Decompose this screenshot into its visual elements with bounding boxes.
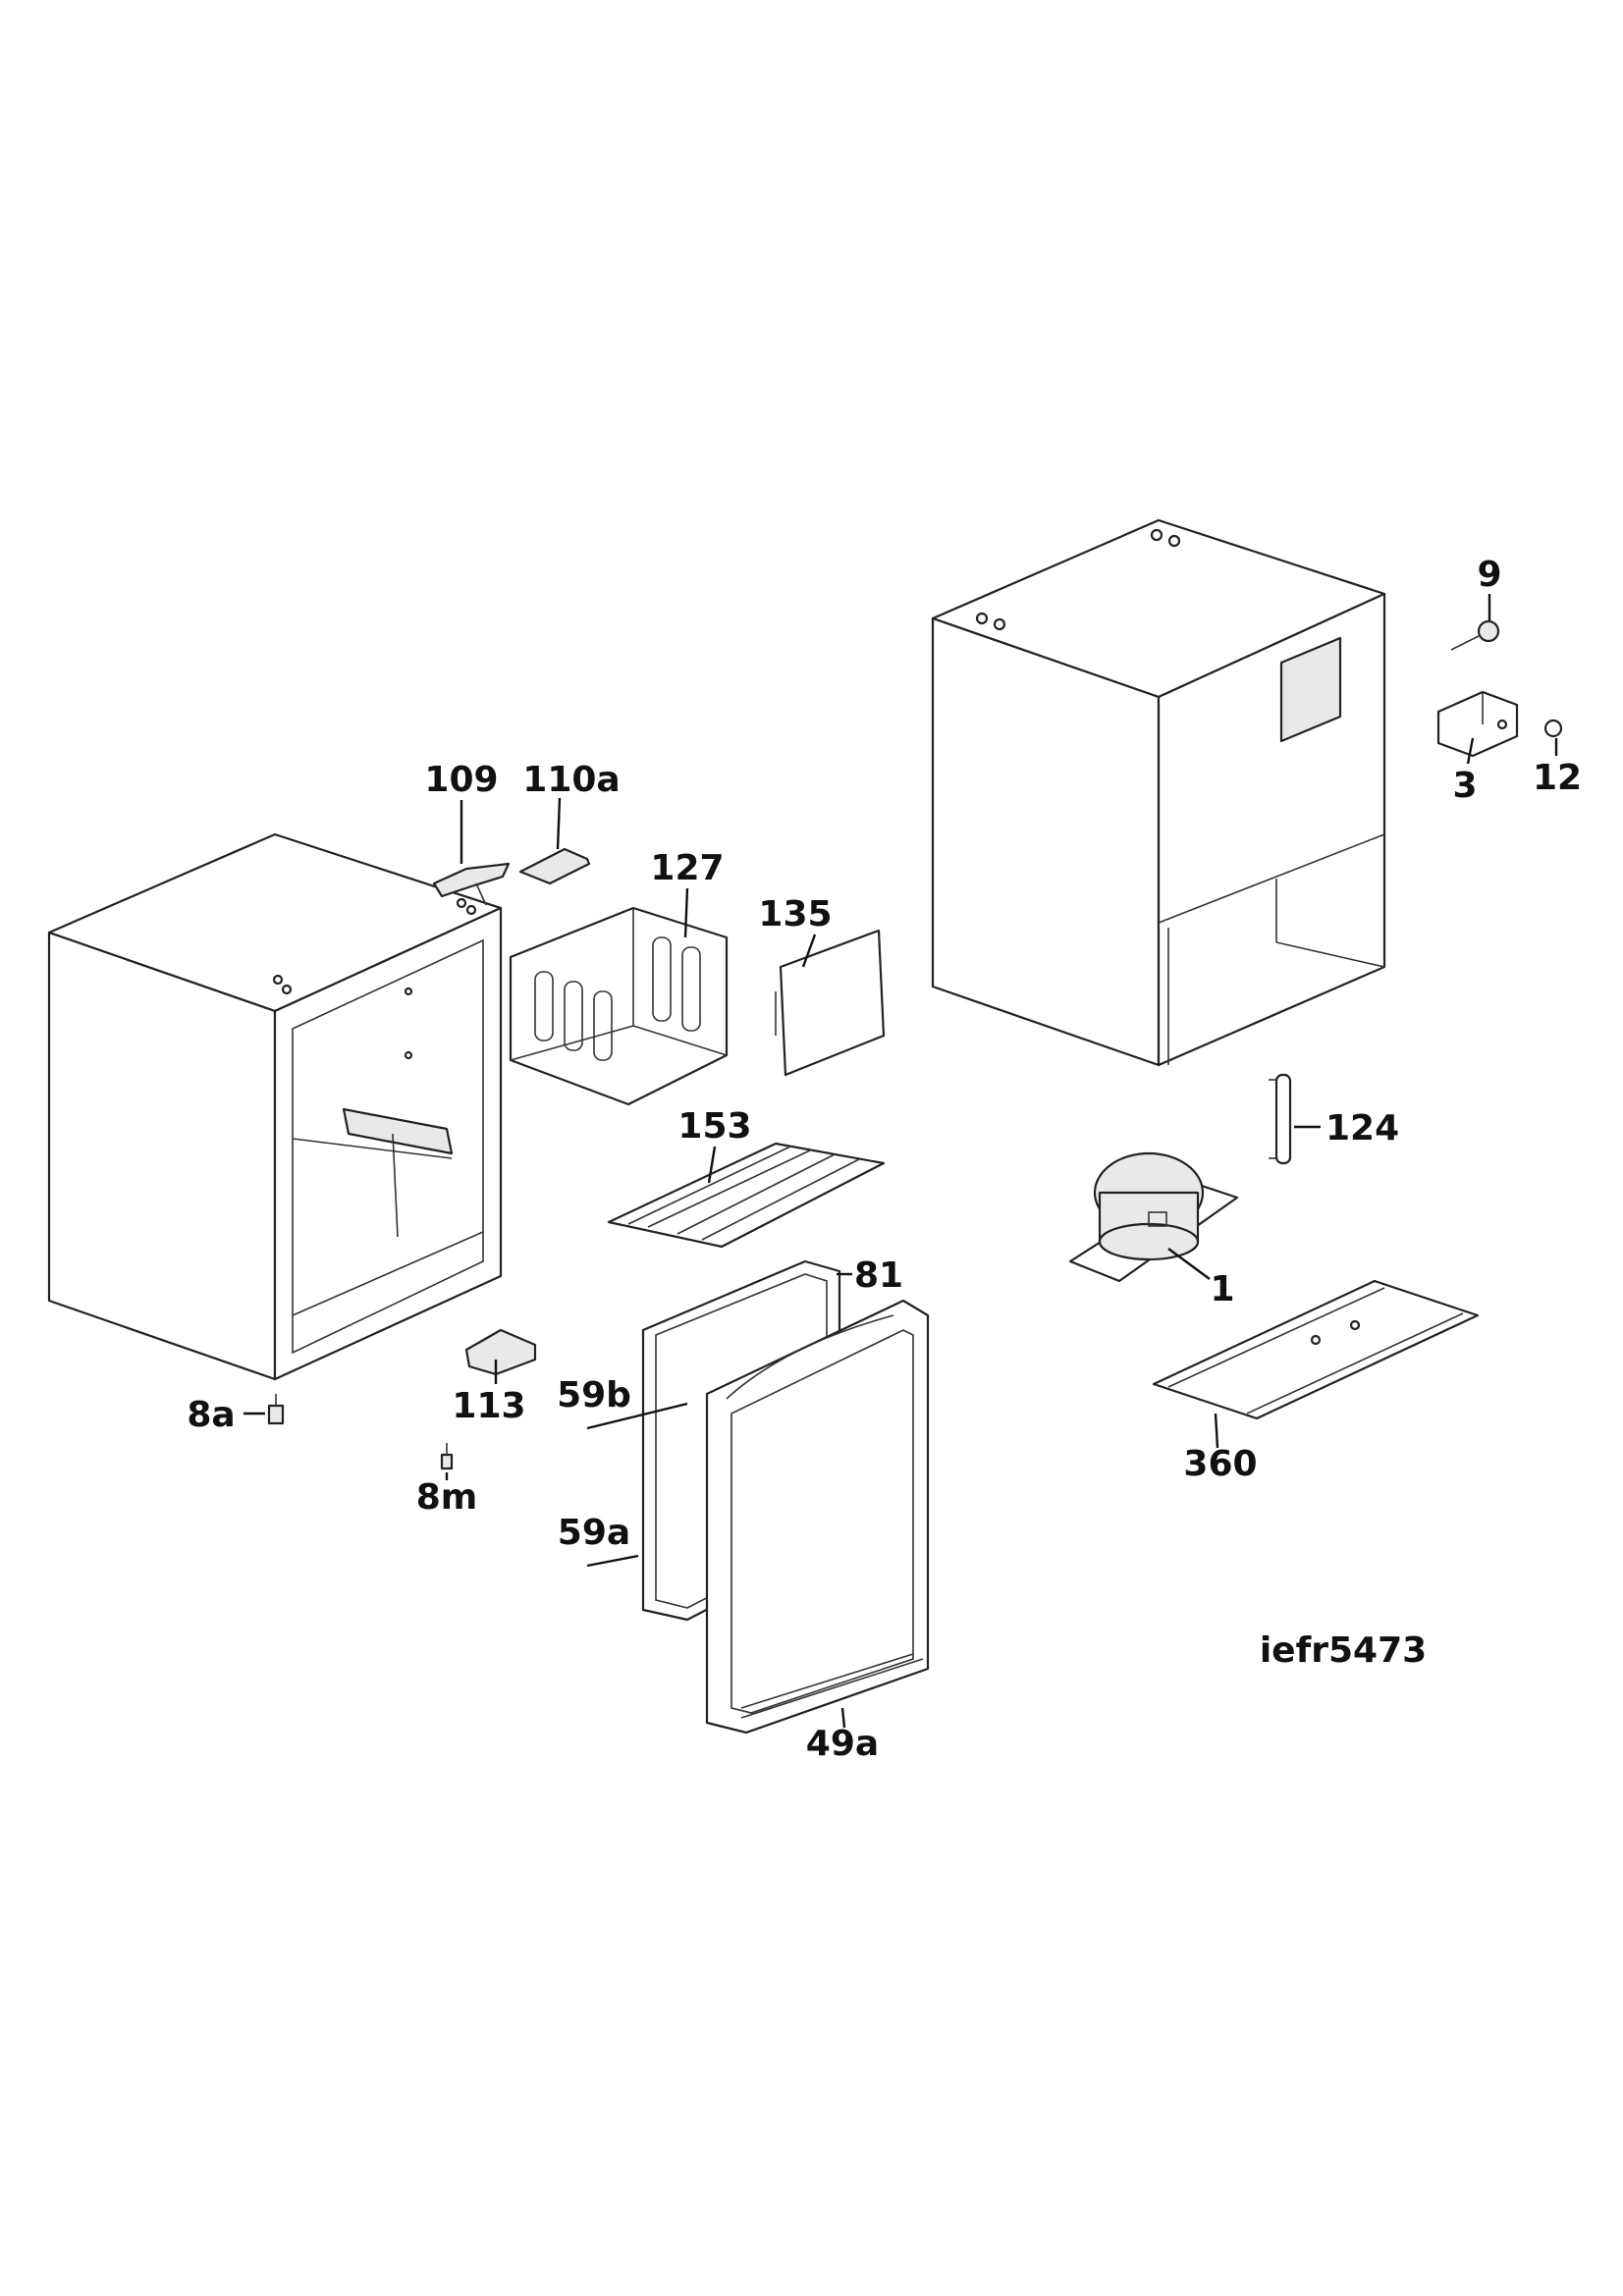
cap-part xyxy=(1543,719,1563,738)
cabinet-liner-part xyxy=(47,832,503,1381)
callout-3: 3 xyxy=(1452,766,1477,806)
callout-124: 124 xyxy=(1325,1108,1399,1148)
callout-9: 9 xyxy=(1477,555,1501,595)
leveling-foot-part xyxy=(267,1394,285,1425)
compressor-part xyxy=(1068,1151,1239,1283)
callout-59b: 59b xyxy=(557,1375,631,1415)
callout-110a: 110a xyxy=(522,760,620,800)
callout-360: 360 xyxy=(1183,1444,1257,1484)
top-hinge-part xyxy=(432,862,511,906)
callout-109: 109 xyxy=(424,760,498,800)
evaporator-part xyxy=(509,906,729,1106)
thermostat-bracket-part xyxy=(1436,690,1519,758)
handle-part xyxy=(1269,1073,1292,1165)
leader-lines xyxy=(243,594,1558,1729)
evaporator-door-part xyxy=(775,929,886,1077)
callout-1: 1 xyxy=(1210,1269,1234,1309)
hinge-cover-part xyxy=(518,847,591,885)
wire-shelf-part xyxy=(607,1142,886,1249)
door-part xyxy=(705,1299,930,1735)
base-plate-part xyxy=(1152,1279,1480,1420)
callout-113: 113 xyxy=(452,1386,525,1426)
diagram-reference-code: iefr5473 xyxy=(1260,1630,1427,1671)
callout-8m: 8m xyxy=(416,1477,478,1518)
callout-12: 12 xyxy=(1533,758,1582,798)
callout-81: 81 xyxy=(854,1255,903,1296)
outer-cabinet-part xyxy=(931,518,1386,1067)
callout-127: 127 xyxy=(650,848,724,888)
lower-hinge-part xyxy=(464,1328,537,1376)
callout-8a: 8a xyxy=(187,1395,235,1435)
callout-49a: 49a xyxy=(806,1724,879,1764)
adjustable-foot-part xyxy=(440,1443,454,1470)
thermostat-knob-part xyxy=(1450,619,1500,651)
callout-135: 135 xyxy=(758,894,832,934)
callout-153: 153 xyxy=(677,1106,751,1147)
callout-59a: 59a xyxy=(558,1513,630,1553)
